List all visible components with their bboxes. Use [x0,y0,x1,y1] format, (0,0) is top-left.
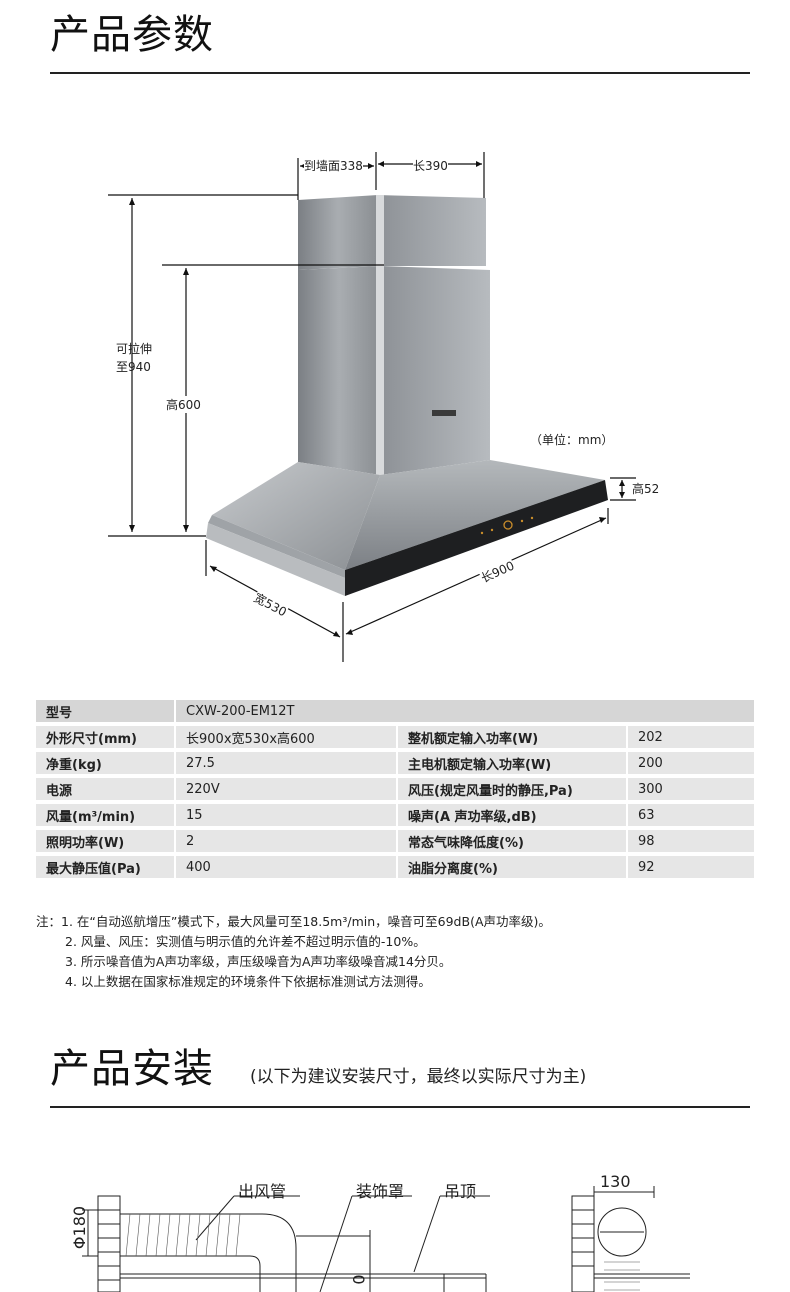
table-cell-value: 98 [628,830,754,852]
label-decorative-cover: 装饰罩 [356,1182,405,1201]
table-cell-key: 常态气味降低度(%) [398,830,626,852]
table-cell-value: 300 [628,778,754,800]
table-cell-value: 92 [628,856,754,878]
table-cell-key: 风量(m³/min) [36,804,174,826]
table-cell-value: 长900x宽530x高600 [176,726,396,748]
installation-diagram [82,1186,690,1292]
control-panel-strip [206,480,608,596]
brand-logo-mark [432,410,456,416]
table-cell-key: 照明功率(W) [36,830,174,852]
table-cell-key: 油脂分离度(%) [398,856,626,878]
chimney-lower [298,195,490,477]
section-title-params: 产品参数 [50,12,214,58]
table-cell-value: 400 [176,856,396,878]
footnote-3: 3. 所示噪音值为A声功率级，声压级噪音为A声功率级噪音减14分贝。 [65,954,452,969]
footnotes: 注：1. 在“自动巡航增压”模式下，最大风量可至18.5m³/min，噪音可至6… [36,912,551,992]
table-cell-key: 净重(kg) [36,752,174,774]
table-row: 外形尺寸(mm) 长900x宽530x高600 整机额定输入功率(W) 202 [36,726,754,748]
dim-top-length-label: 长390 [413,157,448,174]
dim-phi-180-label: Φ180 [70,1205,90,1250]
table-row: 净重(kg) 27.5 主电机额定输入功率(W) 200 [36,752,754,774]
table-cell-value: 200 [628,752,754,774]
hood-canopy [208,460,605,578]
unit-note: （单位：mm） [530,433,614,447]
label-exhaust-duct: 出风管 [238,1182,287,1201]
table-row: 最大静压值(Pa) 400 油脂分离度(%) 92 [36,856,754,878]
dim-height-label: 高600 [166,396,201,413]
table-cell-value: 63 [628,804,754,826]
footnote-1: 注：1. 在“自动巡航增压”模式下，最大风量可至18.5m³/min，噪音可至6… [36,914,551,929]
table-row: 风量(m³/min) 15 噪声(A 声功率级,dB) 63 [36,804,754,826]
table-row: 电源 220V 风压(规定风量时的静压,Pa) 300 [36,778,754,800]
table-cell-key: 型号 [36,700,174,722]
dim-stretch-label-2: 至940 [116,360,151,374]
table-cell-value: 15 [176,804,396,826]
dim-stretch-label-1: 可拉伸 [116,342,153,356]
footnote-2: 2. 风量、风压：实测值与明示值的允许差不超过明示值的-10%。 [65,934,426,949]
table-cell-value: 2 [176,830,396,852]
table-cell-key: 噪声(A 声功率级,dB) [398,804,626,826]
chimney-upper [298,195,486,270]
table-cell-value: CXW-200-EM12T [176,700,754,722]
range-hood-dimension-diagram [108,152,636,662]
dim-to-wall-label: 到墙面338 [304,157,363,174]
section-divider [50,1106,750,1108]
table-cell-key: 外形尺寸(mm) [36,726,174,748]
table-cell-value: 202 [628,726,754,748]
table-cell-key: 风压(规定风量时的静压,Pa) [398,778,626,800]
section-divider [50,72,750,74]
dimension-arrows [129,161,625,637]
table-cell-key: 最大静压值(Pa) [36,856,174,878]
table-cell-key: 电源 [36,778,174,800]
table-cell-value: 27.5 [176,752,396,774]
spec-table: 型号 CXW-200-EM12T 外形尺寸(mm) 长900x宽530x高600… [34,696,756,882]
table-cell-key: 主电机额定输入功率(W) [398,752,626,774]
section-title-install: 产品安装 [50,1046,214,1092]
dim-130-label: 130 [600,1172,631,1191]
section-subtitle-install: (以下为建议安装尺寸，最终以实际尺寸为主) [250,1067,587,1087]
footnote-4: 4. 以上数据在国家标准规定的环境条件下依据标准测试方法测得。 [65,974,431,989]
table-row: 型号 CXW-200-EM12T [36,700,754,722]
table-cell-value: 220V [176,778,396,800]
dim-partial-label: 0 [349,1274,369,1285]
label-suspended-ceiling: 吊顶 [444,1182,477,1201]
table-row: 照明功率(W) 2 常态气味降低度(%) 98 [36,830,754,852]
table-cell-key: 整机额定输入功率(W) [398,726,626,748]
dim-h52-label: 高52 [632,482,660,496]
